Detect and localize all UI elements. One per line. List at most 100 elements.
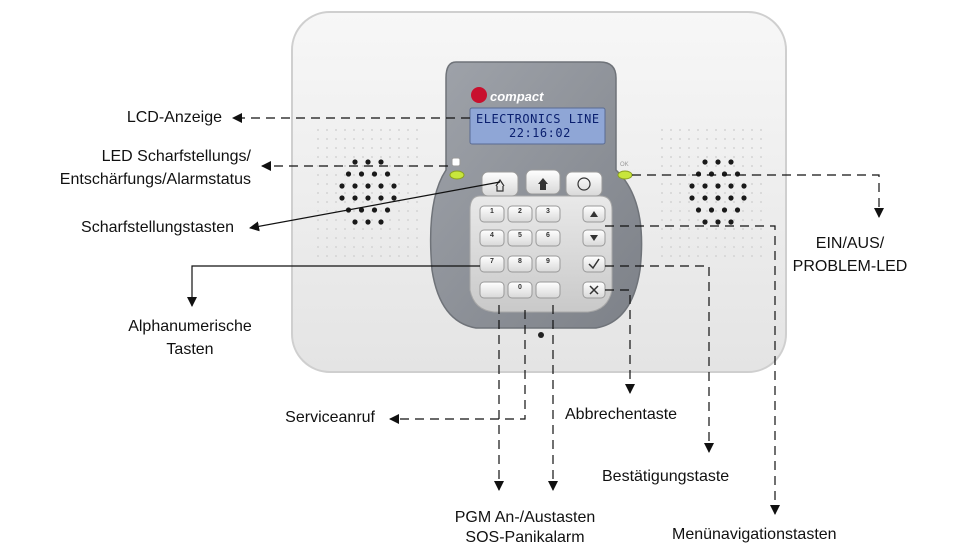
arm-away-key[interactable] xyxy=(481,171,519,197)
perforation-dot xyxy=(398,237,400,239)
perforation-dot xyxy=(344,165,346,167)
perforation-dot xyxy=(670,255,672,257)
perforation-dot xyxy=(706,138,708,140)
speaker-hole xyxy=(741,183,747,189)
perforation-dot xyxy=(416,156,418,158)
numeric-key[interactable] xyxy=(507,229,533,247)
label-arm-led-line1: LED Scharfstellungs/ xyxy=(101,148,251,165)
label-pgm-line1: PGM An-/Austasten xyxy=(454,509,596,526)
perforation-dot xyxy=(380,156,382,158)
perforation-dot xyxy=(371,147,373,149)
perforation-dot xyxy=(389,147,391,149)
nav-down-key[interactable] xyxy=(582,229,606,247)
numeric-key-label: 1 xyxy=(490,208,494,215)
perforation-dot xyxy=(317,201,319,203)
arm-status-led xyxy=(449,157,465,180)
cancel-key[interactable] xyxy=(582,281,606,299)
perforation-dot xyxy=(661,147,663,149)
numeric-key[interactable] xyxy=(535,255,561,273)
perforation-dot xyxy=(751,147,753,149)
numeric-key[interactable] xyxy=(535,229,561,247)
perforation-dot xyxy=(416,174,418,176)
perforation-dot xyxy=(760,165,762,167)
perforation-dot xyxy=(380,174,382,176)
perforation-dot xyxy=(733,165,735,167)
perforation-dot xyxy=(688,246,690,248)
perforation-dot xyxy=(742,228,744,230)
perforation-dot xyxy=(317,183,319,185)
perforation-dot xyxy=(407,192,409,194)
nav-up-key[interactable] xyxy=(582,205,606,223)
label-power-led-line2: PROBLEM-LED xyxy=(792,258,908,275)
perforation-dot xyxy=(353,237,355,239)
perforation-dot xyxy=(733,201,735,203)
numeric-key[interactable] xyxy=(507,281,533,299)
speaker-hole xyxy=(702,159,708,165)
perforation-dot xyxy=(679,201,681,203)
perforation-dot xyxy=(344,192,346,194)
perforation-dot xyxy=(760,201,762,203)
numeric-key[interactable] xyxy=(535,281,561,299)
speaker-hole xyxy=(702,219,708,225)
perforation-dot xyxy=(407,147,409,149)
perforation-dot xyxy=(760,219,762,221)
perforation-dot xyxy=(380,210,382,212)
perforation-dot xyxy=(697,129,699,131)
perforation-dot xyxy=(344,228,346,230)
numeric-key-label: 0 xyxy=(518,284,522,291)
perforation-dot xyxy=(326,183,328,185)
perforation-dot xyxy=(326,228,328,230)
speaker-hole xyxy=(715,195,721,201)
callout-power-led xyxy=(632,174,884,218)
perforation-dot xyxy=(344,237,346,239)
alphanumeric-keys[interactable] xyxy=(479,205,561,299)
perforation-dot xyxy=(661,228,663,230)
speaker-hole xyxy=(339,195,345,201)
speaker-hole xyxy=(352,195,358,201)
numeric-key[interactable] xyxy=(507,205,533,223)
perforation-dot xyxy=(326,174,328,176)
numeric-key[interactable] xyxy=(535,205,561,223)
perforation-dot xyxy=(398,210,400,212)
perforation-dot xyxy=(751,246,753,248)
disarm-key[interactable] xyxy=(565,171,603,197)
perforation-dot xyxy=(416,228,418,230)
perforation-dot xyxy=(679,246,681,248)
perforation-dot xyxy=(697,237,699,239)
perforation-dot xyxy=(715,237,717,239)
arm-home-key[interactable] xyxy=(525,169,561,195)
perforation-dot xyxy=(335,219,337,221)
perforation-dot xyxy=(688,165,690,167)
perforation-dot xyxy=(751,183,753,185)
numeric-key[interactable] xyxy=(479,205,505,223)
numeric-key[interactable] xyxy=(479,255,505,273)
perforation-dot xyxy=(398,129,400,131)
numeric-key[interactable] xyxy=(479,281,505,299)
perforation-dot xyxy=(697,255,699,257)
perforation-dot xyxy=(724,237,726,239)
perforation-dot xyxy=(733,255,735,257)
perforation-dot xyxy=(416,255,418,257)
perforation-dot xyxy=(317,138,319,140)
numeric-key[interactable] xyxy=(479,229,505,247)
perforation-dot xyxy=(326,147,328,149)
perforation-dot xyxy=(326,192,328,194)
perforation-dot xyxy=(362,237,364,239)
perforation-dot xyxy=(679,219,681,221)
perforation-dot xyxy=(344,255,346,257)
speaker-hole xyxy=(358,171,365,177)
perforation-dot xyxy=(751,129,753,131)
perforation-dot xyxy=(416,201,418,203)
speaker-hole xyxy=(345,171,352,177)
perforation-dot xyxy=(344,174,346,176)
speaker-hole xyxy=(391,183,397,189)
callout-arm-keys xyxy=(249,181,501,232)
perforation-dot xyxy=(661,201,663,203)
perforation-dot xyxy=(326,237,328,239)
numeric-key[interactable] xyxy=(507,255,533,273)
perforation-dot xyxy=(335,138,337,140)
confirm-key[interactable] xyxy=(582,255,606,273)
perforation-dot xyxy=(317,165,319,167)
perforation-dot xyxy=(670,147,672,149)
perforation-dot xyxy=(362,138,364,140)
